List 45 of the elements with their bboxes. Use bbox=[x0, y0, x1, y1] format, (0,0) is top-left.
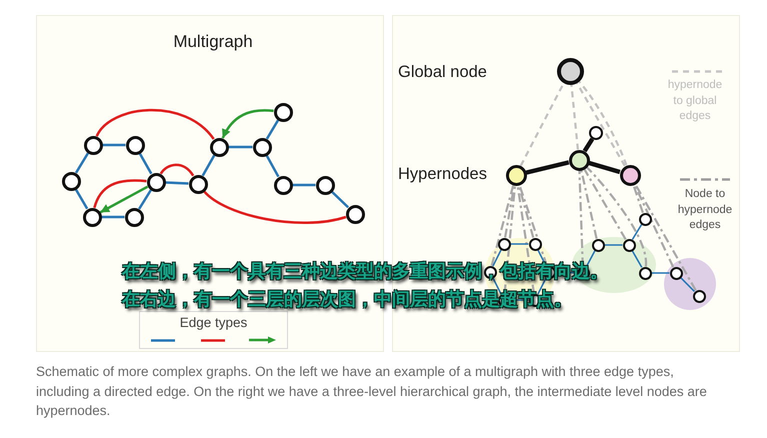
graph-edge bbox=[330, 190, 350, 208]
legend-label: Node to hypernode edges bbox=[676, 187, 734, 233]
graph-edge bbox=[266, 154, 280, 178]
graph-edge bbox=[74, 152, 90, 174]
graph-edge bbox=[102, 216, 124, 218]
graph-edge bbox=[680, 277, 695, 292]
level-label: Hypernodes bbox=[398, 164, 487, 184]
panel-title: Multigraph bbox=[172, 32, 254, 52]
graph-edge bbox=[266, 119, 280, 140]
graph-edge bbox=[202, 154, 216, 176]
graph-edge bbox=[492, 249, 502, 267]
graph-edge bbox=[138, 189, 152, 210]
dashed-edge bbox=[580, 170, 598, 239]
graph-edge bbox=[604, 244, 622, 246]
graph-edge bbox=[203, 190, 346, 224]
graph-edge bbox=[165, 181, 189, 185]
dashed-edge bbox=[520, 82, 565, 166]
graph-edge bbox=[582, 138, 594, 152]
graph-edge bbox=[632, 224, 642, 240]
graph-edge bbox=[102, 144, 126, 146]
arrow bbox=[100, 186, 148, 214]
dashed-edge bbox=[586, 166, 647, 267]
graph-edge bbox=[510, 243, 528, 245]
caption-text: Schematic of more complex graphs. On the left we have an example of a multigraph with three edge types, including a directed edge. On the right we have a three-level hierarchical graph, the intermediate level nodes are hypernodes. bbox=[36, 363, 708, 420]
graph-edge bbox=[228, 146, 252, 148]
dashed-edge bbox=[583, 168, 627, 240]
dashed-edge bbox=[632, 184, 644, 214]
legend-title: Edge types bbox=[178, 314, 248, 332]
dashed-edge bbox=[570, 84, 579, 150]
legend-label: hypernode to global edges bbox=[666, 78, 724, 124]
graph-edge bbox=[93, 179, 147, 208]
graph-edge bbox=[652, 272, 670, 274]
graph-edge bbox=[292, 184, 316, 186]
graph-edge bbox=[96, 108, 215, 140]
graph-edge bbox=[632, 250, 642, 268]
graph-edge bbox=[588, 160, 621, 174]
graph-edge bbox=[160, 164, 194, 176]
graph-edge bbox=[74, 188, 88, 210]
graph-edge bbox=[526, 160, 570, 175]
dashed-edge bbox=[634, 184, 697, 291]
level-label: Global node bbox=[398, 62, 487, 82]
graph-edge bbox=[138, 152, 152, 174]
dashed-edge bbox=[490, 184, 514, 266]
dashed-edge bbox=[634, 184, 674, 268]
arrow bbox=[222, 109, 274, 139]
